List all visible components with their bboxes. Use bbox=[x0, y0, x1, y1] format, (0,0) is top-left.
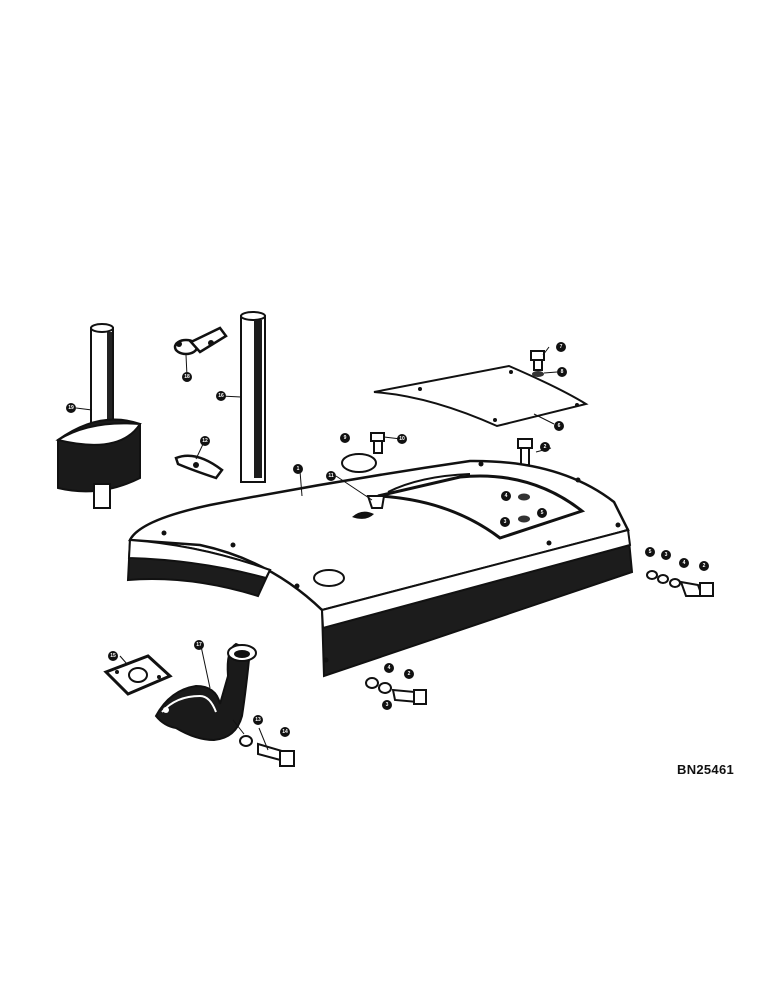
callout-11: 11 bbox=[326, 471, 336, 481]
svg-text:3: 3 bbox=[504, 519, 507, 525]
callout-16: 16 bbox=[216, 391, 226, 401]
callout-3: 3 bbox=[500, 517, 510, 527]
cover-plate bbox=[373, 364, 589, 428]
svg-text:2: 2 bbox=[408, 671, 411, 677]
lower-hardware bbox=[365, 677, 427, 705]
flange-gasket bbox=[103, 654, 173, 696]
callout-19: 19 bbox=[66, 403, 76, 413]
svg-text:8: 8 bbox=[561, 369, 564, 375]
clamp bbox=[173, 326, 228, 356]
callout-8: 8 bbox=[557, 367, 567, 377]
svg-text:10: 10 bbox=[399, 436, 405, 442]
svg-text:14: 14 bbox=[282, 729, 288, 735]
callout-12: 12 bbox=[200, 436, 210, 446]
small-gasket bbox=[174, 454, 224, 480]
callout-6: 6 bbox=[554, 421, 564, 431]
callout-1: 1 bbox=[293, 464, 303, 474]
callout-14: 14 bbox=[280, 727, 290, 737]
svg-text:11: 11 bbox=[328, 473, 334, 479]
round-cap-and-bolt bbox=[341, 432, 385, 473]
leader-lines bbox=[75, 346, 558, 751]
callout-9: 9 bbox=[340, 433, 350, 443]
exhaust-pipe bbox=[240, 311, 266, 483]
bolt-top bbox=[530, 350, 545, 377]
svg-text:3: 3 bbox=[665, 552, 668, 558]
callout-18: 18 bbox=[182, 372, 192, 382]
right-hardware bbox=[646, 570, 714, 597]
callout-15: 15 bbox=[108, 651, 118, 661]
svg-text:5: 5 bbox=[649, 549, 652, 555]
svg-text:7: 7 bbox=[560, 344, 563, 350]
svg-text:12: 12 bbox=[202, 438, 208, 444]
callouts: 1 2 2 2 3 3 3 3 4 4 4 5 5 5 6 7 8 9 10 1… bbox=[66, 342, 709, 737]
exhaust-elbow bbox=[154, 642, 257, 742]
svg-text:3: 3 bbox=[386, 702, 389, 708]
callout-13: 13 bbox=[253, 715, 263, 725]
svg-text:2: 2 bbox=[703, 563, 706, 569]
standing-bolt bbox=[517, 438, 533, 466]
callout-4: 4 bbox=[384, 663, 394, 673]
svg-text:19: 19 bbox=[68, 405, 74, 411]
callout-4: 4 bbox=[679, 558, 689, 568]
svg-text:5: 5 bbox=[541, 510, 544, 516]
svg-text:4: 4 bbox=[505, 493, 508, 499]
svg-text:15: 15 bbox=[110, 653, 116, 659]
callout-2: 2 bbox=[699, 561, 709, 571]
callout-10: 10 bbox=[397, 434, 407, 444]
callout-3: 3 bbox=[661, 550, 671, 560]
callout-2: 2 bbox=[540, 442, 550, 452]
callout-5: 5 bbox=[645, 547, 655, 557]
callout-17: 17 bbox=[194, 640, 204, 650]
svg-text:13: 13 bbox=[255, 717, 261, 723]
callout-3: 3 bbox=[382, 700, 392, 710]
callout-2: 2 bbox=[404, 669, 414, 679]
drawing-code: BN25461 bbox=[677, 762, 735, 777]
svg-text:6: 6 bbox=[558, 423, 561, 429]
svg-text:2: 2 bbox=[544, 444, 547, 450]
callout-5: 5 bbox=[537, 508, 547, 518]
svg-text:4: 4 bbox=[683, 560, 686, 566]
muffler-assembly bbox=[55, 323, 142, 509]
svg-text:16: 16 bbox=[218, 393, 224, 399]
svg-text:4: 4 bbox=[388, 665, 391, 671]
svg-text:17: 17 bbox=[196, 642, 202, 648]
callout-4: 4 bbox=[501, 491, 511, 501]
washer-and-bolt bbox=[239, 735, 295, 767]
hood-hardware bbox=[366, 493, 530, 523]
svg-text:1: 1 bbox=[297, 466, 300, 472]
callout-7: 7 bbox=[556, 342, 566, 352]
svg-text:18: 18 bbox=[184, 374, 190, 380]
svg-text:9: 9 bbox=[344, 435, 347, 441]
